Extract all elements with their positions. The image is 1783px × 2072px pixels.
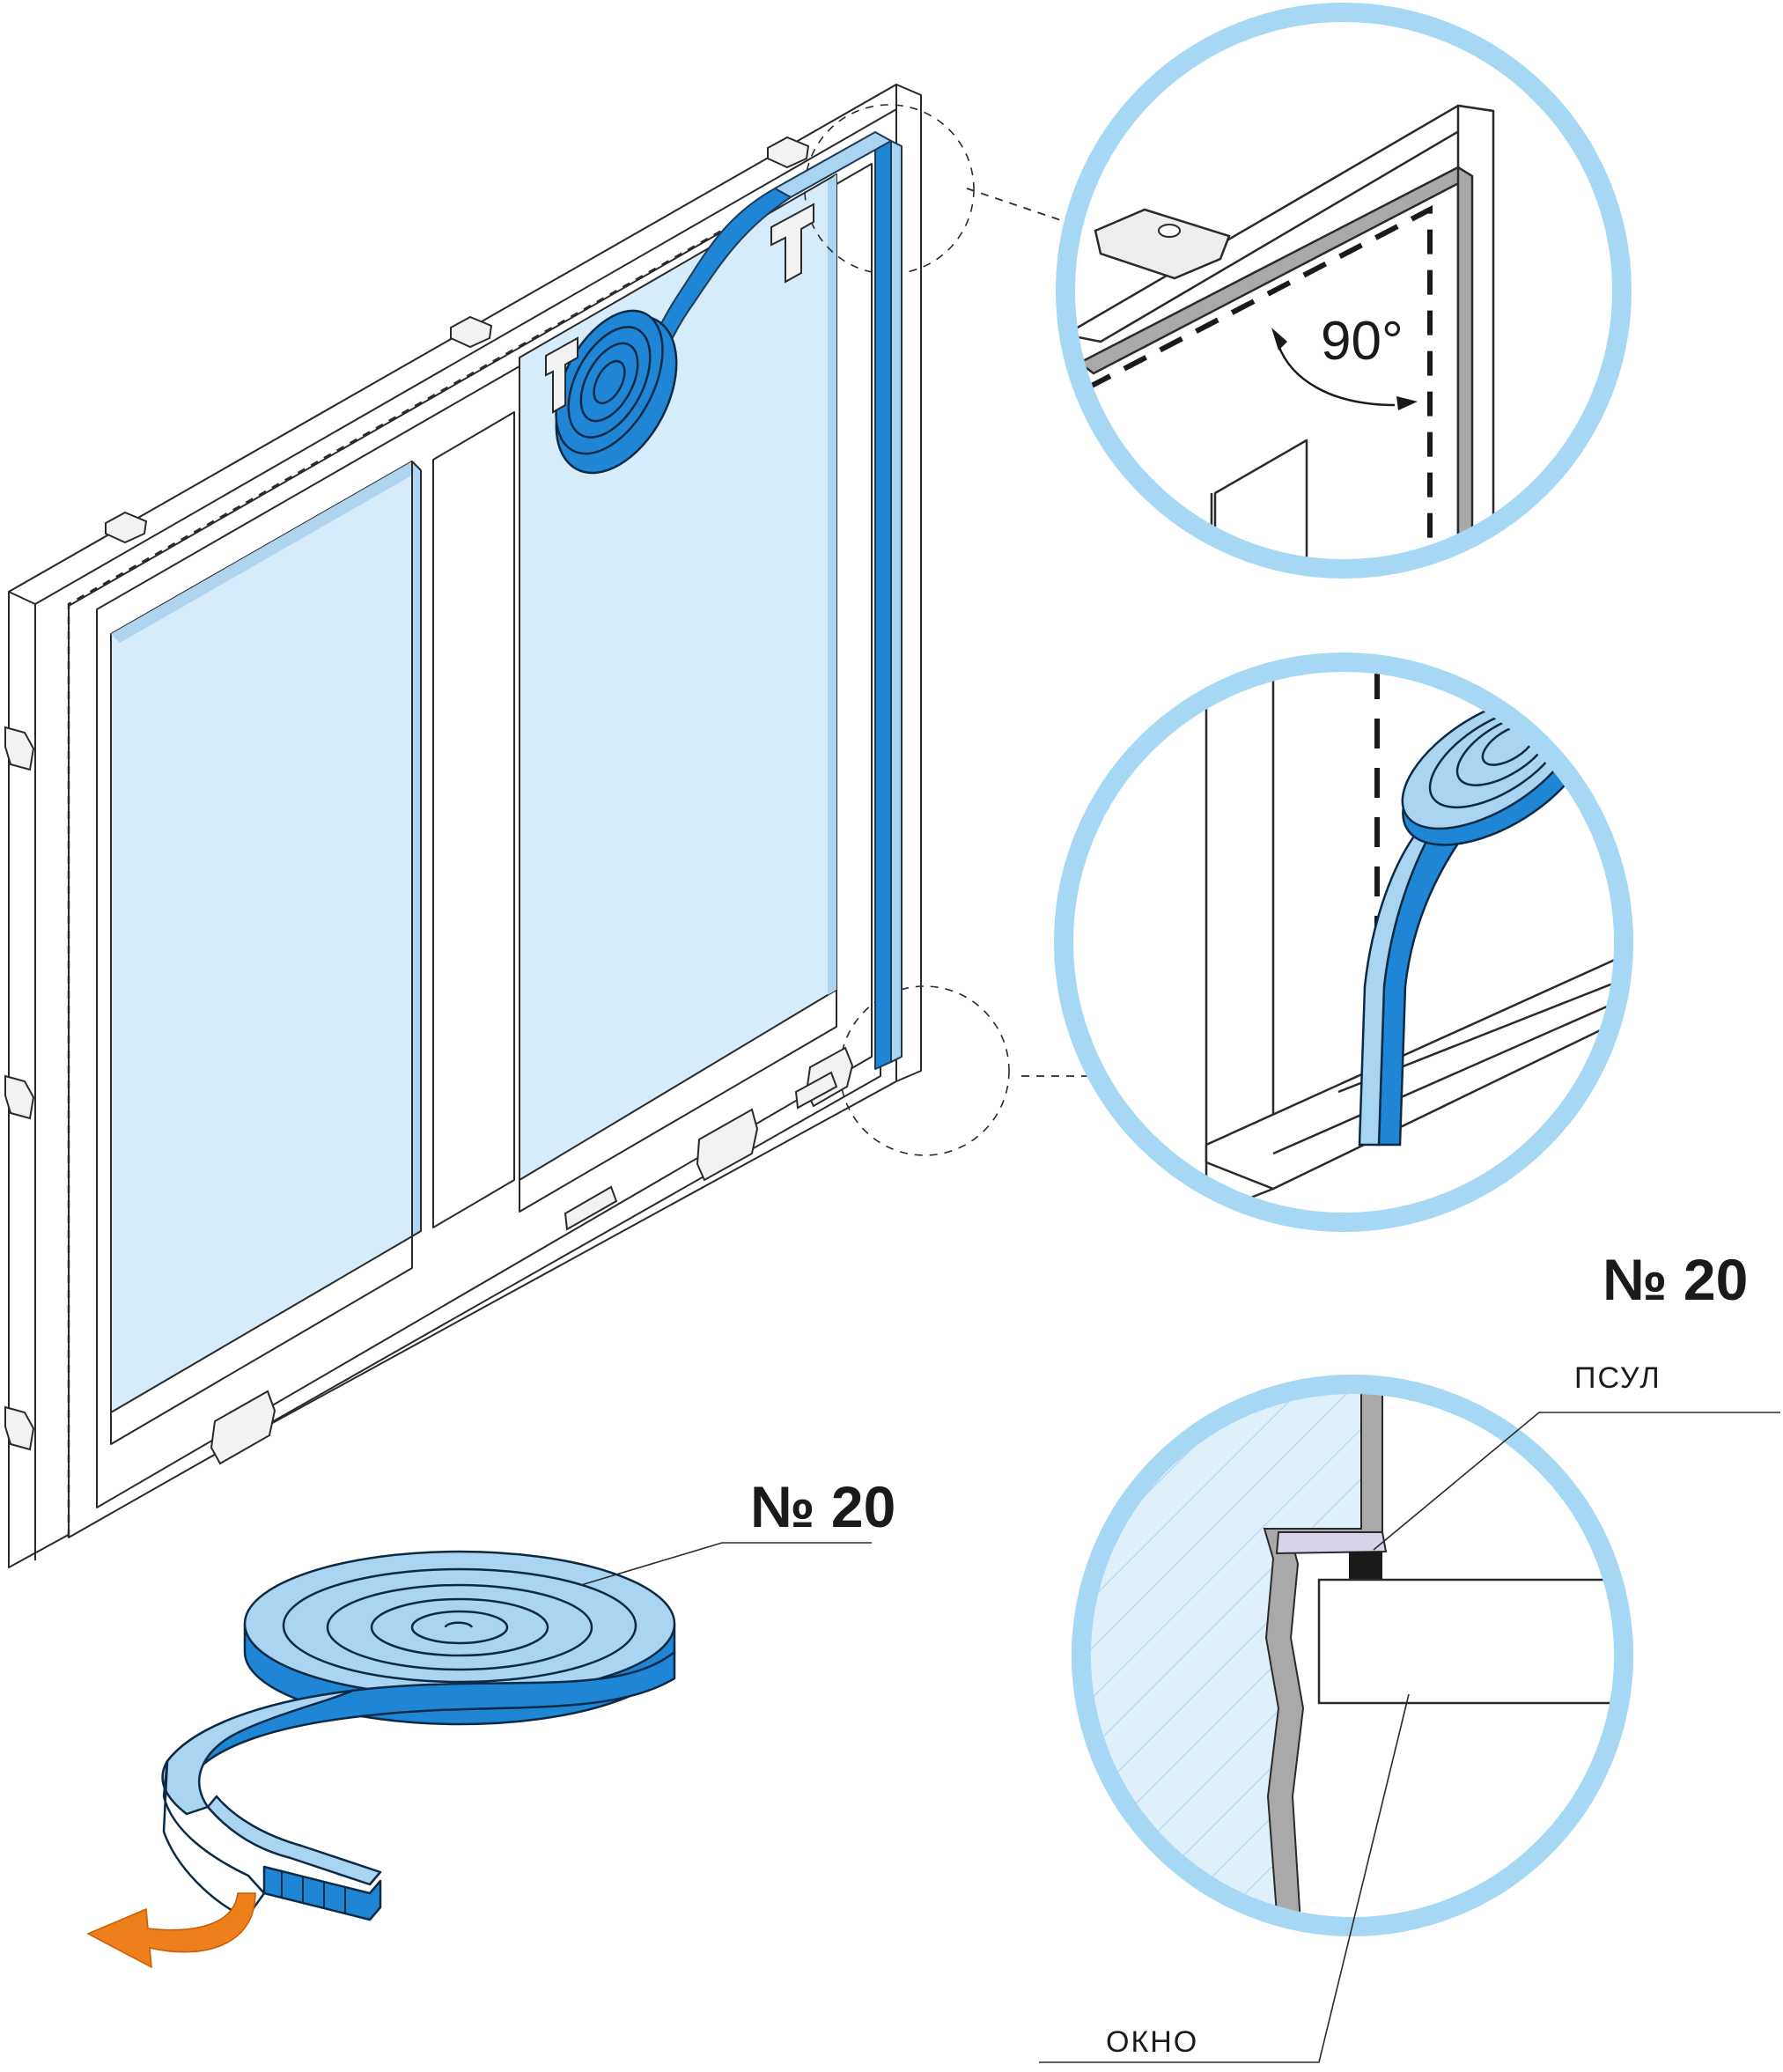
- roll-leader: [580, 1542, 872, 1586]
- corner-dash-guide: [1087, 205, 1433, 569]
- window-label: ОКНО: [1106, 2025, 1198, 2059]
- zoom-marker-bottom: [839, 985, 1010, 1156]
- glass-left-inner: [111, 461, 421, 643]
- peel-arrow-icon: [86, 1892, 256, 1969]
- clip-top-2: [450, 315, 493, 349]
- bracket-1: [545, 336, 578, 414]
- corner-tape-right: [1456, 166, 1474, 569]
- section-wall-hatch: [1081, 1384, 1363, 1927]
- roll-spiral-2: [326, 1583, 593, 1671]
- angle-arc: [1277, 344, 1396, 407]
- product-number-top: № 20: [1602, 1247, 1748, 1312]
- callout-mid-ring: [1054, 653, 1633, 1232]
- roll-spiral-3: [370, 1597, 549, 1657]
- latch-1: [564, 1185, 618, 1231]
- bracket-2: [770, 203, 814, 284]
- roll-ring-2: [579, 342, 639, 423]
- applied-tape: [633, 131, 903, 1070]
- psul-leader: [1373, 1412, 1780, 1551]
- corner-clip-hole: [1158, 224, 1181, 238]
- mounting-clips: [4, 136, 854, 1465]
- clip-left-3: [4, 1405, 35, 1451]
- callout-corner-ring: [1056, 3, 1632, 579]
- window-frame: [8, 84, 922, 1568]
- tape-roll-on-window: [555, 309, 678, 475]
- roll-spiral-core: [444, 1621, 474, 1628]
- roll-top: [243, 1550, 676, 1698]
- tape-roll-icon: [161, 1550, 676, 1921]
- roll-spiral-4: [410, 1610, 509, 1645]
- strip-end-face: [262, 1865, 382, 1921]
- psul-label: ПСУЛ: [1574, 1361, 1661, 1395]
- guide-dashed-frame: [67, 224, 732, 1537]
- mid-frame-bottom: [1205, 932, 1624, 1191]
- clip-left-1: [4, 726, 35, 771]
- mullion: [432, 411, 515, 1228]
- glass-right-side: [828, 174, 836, 995]
- product-number-roll: № 20: [750, 1474, 895, 1539]
- section-psul: [1275, 1531, 1388, 1555]
- section-seal: [1349, 1552, 1382, 1580]
- glass-left-side: [411, 461, 422, 1237]
- strip-end-top: [206, 1795, 382, 1886]
- callout-tape-placement: [1054, 653, 1633, 1232]
- window-leader: [1039, 1693, 1410, 2063]
- clip-top-1: [767, 136, 810, 169]
- angle-arrow-right: [1396, 396, 1418, 410]
- roll-spiral-1: [282, 1567, 637, 1684]
- sash-bottom-step-right: [519, 990, 837, 1213]
- strip-light: [161, 1689, 354, 1816]
- handle-1: [210, 1390, 276, 1465]
- clip-top-3: [105, 511, 148, 544]
- tape-right-vertical-face: [890, 140, 903, 1063]
- roll-ring-3: [593, 359, 626, 405]
- roll-ring-1: [567, 326, 652, 439]
- angle-arrow-up: [1271, 328, 1287, 350]
- sash-bottom-step: [110, 1236, 413, 1445]
- zoom-marker-top: [804, 104, 975, 275]
- latch-2: [794, 1071, 838, 1110]
- tape-right-vertical: [874, 140, 892, 1070]
- clip-left-2: [4, 1074, 35, 1120]
- section-window: [1317, 1578, 1624, 1705]
- callout-corner: 90°: [1056, 3, 1632, 579]
- corner-clip: [1094, 208, 1231, 280]
- angle-label: 90°: [1321, 311, 1404, 372]
- handle-2: [696, 1108, 759, 1182]
- callout-cross-section: ПСУЛ ОКНО: [1039, 1361, 1780, 2063]
